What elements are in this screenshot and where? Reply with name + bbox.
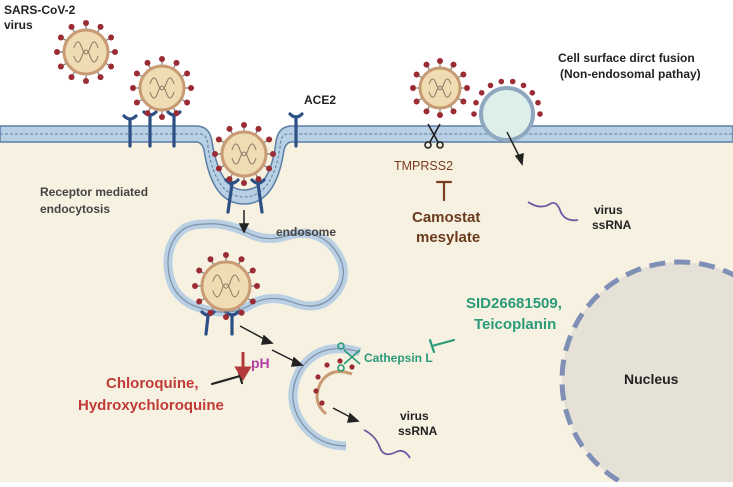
ssrna-strands xyxy=(363,201,579,459)
pathway-arrows xyxy=(238,131,524,423)
camostat-label: Camostat mesylate xyxy=(412,209,485,246)
virus-in-endosome-icon xyxy=(192,252,260,320)
receptor-label: Receptor mediated endocytosis xyxy=(40,185,151,216)
chloroquine-label: Chloroquine, Hydroxychloroquine xyxy=(78,375,224,414)
lysing-endosome xyxy=(288,344,362,451)
diagram-labels: SARS-CoV-2 virus ACE2 Cell surface dirct… xyxy=(4,3,701,438)
inhibitor-bars xyxy=(210,180,456,386)
virus-ssrna-right-label: virus ssRNA xyxy=(592,203,632,232)
virus-binding-icon xyxy=(130,56,194,120)
viruses xyxy=(54,20,543,416)
virus-title: SARS-CoV-2 virus xyxy=(4,3,79,32)
fusion-virus-spikes-icon xyxy=(471,78,543,117)
virus-ssrna-bottom-label: virus ssRNA xyxy=(398,409,438,438)
cathepsin-label: Cathepsin L xyxy=(364,351,433,365)
ph-down-arrow xyxy=(234,352,252,381)
nucleus xyxy=(559,259,733,487)
virus-free-1-icon xyxy=(54,20,118,84)
fusion-vesicle xyxy=(479,86,535,142)
ace2-label: ACE2 xyxy=(304,93,336,107)
cathepsin-scissors-icon xyxy=(337,342,361,372)
ph-label: pH xyxy=(251,355,270,371)
fusion-label: Cell surface dirct fusion (Non-endosomal… xyxy=(558,51,701,81)
endosome xyxy=(163,219,348,317)
nucleus-label: Nucleus xyxy=(624,371,679,387)
tmprss2-label: TMPRSS2 xyxy=(394,159,453,173)
endosome-label: endosome xyxy=(276,225,336,239)
scissors-icon xyxy=(424,123,444,149)
sid-label: SID26681509, Teicoplanin xyxy=(466,295,566,333)
ace2-receptors xyxy=(122,110,304,336)
virus-tmprss2-icon xyxy=(410,58,470,118)
virus-in-pit-icon xyxy=(212,122,276,186)
